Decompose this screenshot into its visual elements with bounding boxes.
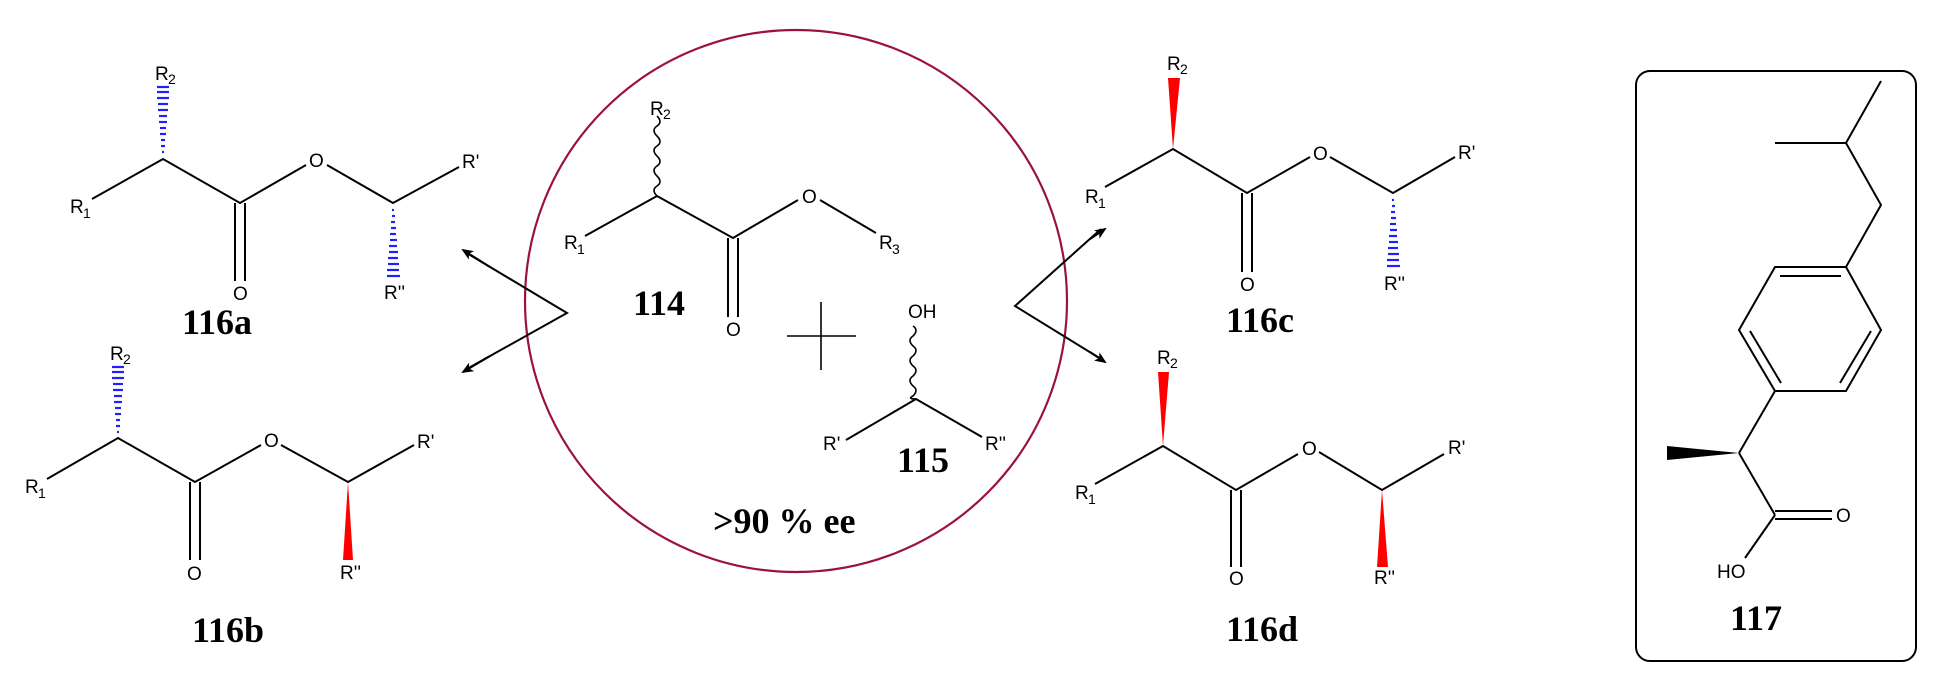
atom-o-carbonyl: O <box>726 320 741 341</box>
ee-label: >90 % ee <box>713 501 855 541</box>
product-116a: R 2 R 1 O O R' R'' 116a <box>70 64 479 342</box>
atom-r2: R <box>650 99 664 120</box>
product-116c: R 2 R 1 O O R' R'' 116c <box>1085 54 1475 340</box>
product-116b: R 2 R 1 O O R' R'' 116b <box>25 344 434 650</box>
svg-text:1: 1 <box>1088 491 1096 507</box>
atom-r2: R <box>1157 348 1171 369</box>
hashed-wedge-icon <box>1387 198 1400 268</box>
bold-wedge-icon <box>1158 372 1169 446</box>
compound-label: 116a <box>182 302 252 342</box>
reactant-115: OH R' R'' 115 <box>823 302 1006 480</box>
atom-r2: R <box>1167 54 1181 75</box>
wavy-bond-icon <box>653 115 661 197</box>
atom-r-prime: R' <box>417 432 434 453</box>
atom-r1: R <box>25 477 39 498</box>
atom-o: O <box>1836 506 1851 527</box>
arrows-left <box>461 248 569 374</box>
atom-r1: R <box>1085 187 1099 208</box>
hashed-wedge-icon <box>112 365 124 434</box>
atom-r-prime: R' <box>1458 143 1475 164</box>
svg-text:2: 2 <box>663 106 671 122</box>
bold-wedge-icon <box>1667 446 1739 460</box>
atom-o-carbonyl: O <box>187 564 202 585</box>
atom-r-dprime: R'' <box>1384 274 1405 295</box>
atom-r1: R <box>1075 483 1089 504</box>
compound-label: 117 <box>1730 598 1782 638</box>
atom-o-ester: O <box>309 151 324 172</box>
plus-icon <box>787 302 856 370</box>
atom-r3: R <box>879 233 893 254</box>
reactant-circle <box>523 28 1069 574</box>
svg-text:1: 1 <box>83 205 91 221</box>
atom-r-prime: R' <box>462 152 479 173</box>
reactant-114: R 2 R 1 O O R 3 114 <box>564 99 900 341</box>
atom-o-ester: O <box>1302 439 1317 460</box>
hashed-wedge-icon <box>157 85 169 154</box>
atom-ho: HO <box>1717 562 1746 583</box>
arrows-right <box>1013 227 1107 364</box>
svg-text:1: 1 <box>1098 195 1106 211</box>
svg-text:2: 2 <box>1180 61 1188 77</box>
atom-r-prime: R' <box>1448 438 1465 459</box>
atom-r-dprime: R'' <box>1374 568 1395 589</box>
wavy-bond-icon <box>909 325 917 400</box>
compound-label: 114 <box>633 283 685 323</box>
svg-text:1: 1 <box>577 241 585 257</box>
svg-text:2: 2 <box>123 351 131 367</box>
hashed-wedge-icon <box>387 208 400 278</box>
atom-r-prime: R' <box>823 434 840 455</box>
svg-text:2: 2 <box>168 71 176 87</box>
atom-r-dprime: R'' <box>985 434 1006 455</box>
atom-r2: R <box>155 64 169 85</box>
compound-117-box: O HO 117 <box>1635 70 1917 662</box>
atom-r1: R <box>70 197 84 218</box>
compound-label: 116d <box>1226 609 1298 649</box>
svg-text:1: 1 <box>38 485 46 501</box>
bold-wedge-icon <box>1377 490 1388 567</box>
atom-r-dprime: R'' <box>384 283 405 304</box>
atom-o-ester: O <box>264 431 279 452</box>
atom-o-ester: O <box>802 187 817 208</box>
atom-r2: R <box>110 344 124 365</box>
atom-r1: R <box>564 233 578 254</box>
svg-text:2: 2 <box>1170 355 1178 371</box>
compound-label: 116b <box>192 610 264 650</box>
product-116d: R 2 R 1 O O R' R'' 116d <box>1075 348 1465 649</box>
atom-o-carbonyl: O <box>1229 569 1244 590</box>
compound-label: 116c <box>1226 300 1294 340</box>
atom-o-carbonyl: O <box>233 284 248 305</box>
compound-label: 115 <box>897 440 949 480</box>
atom-o-carbonyl: O <box>1240 275 1255 296</box>
atom-oh: OH <box>908 302 937 323</box>
atom-o-ester: O <box>1313 144 1328 165</box>
bold-wedge-icon <box>343 482 353 560</box>
svg-text:3: 3 <box>892 241 900 257</box>
atom-r-dprime: R'' <box>340 563 361 584</box>
bold-wedge-icon <box>1168 78 1180 149</box>
